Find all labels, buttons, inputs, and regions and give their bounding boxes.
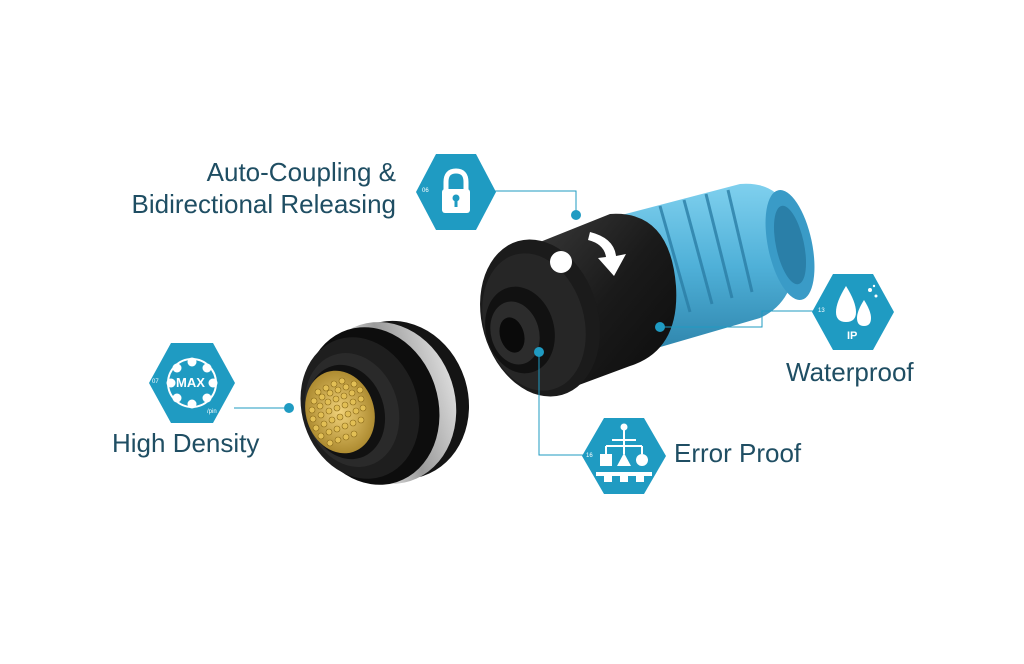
waterproof-label: Waterproof bbox=[786, 357, 914, 387]
max-pins-icon bbox=[149, 343, 235, 423]
error-proof-label: Error Proof bbox=[674, 438, 802, 468]
auto-coupling-line1: Auto-Coupling & bbox=[206, 157, 396, 187]
auto-coupling-badge: 06 bbox=[416, 152, 496, 232]
high-density-badge: MAX 07 /pin bbox=[149, 341, 235, 425]
feature-number: 06 bbox=[422, 188, 429, 194]
rotation-arrow-icon bbox=[550, 232, 626, 276]
waterproof-badge: IP 13 bbox=[812, 272, 894, 352]
feature-number: 13 bbox=[818, 308, 825, 314]
auto-coupling-label: Auto-Coupling & Bidirectional Releasing bbox=[112, 156, 396, 220]
max-badge-text: MAX bbox=[176, 375, 205, 390]
pin-unit-text: /pin bbox=[207, 409, 217, 415]
ip-badge-text: IP bbox=[847, 330, 858, 342]
feature-number: 16 bbox=[586, 453, 593, 459]
error-proof-badge: 16 bbox=[582, 416, 666, 496]
plug-connector bbox=[480, 183, 815, 397]
high-density-label: High Density bbox=[112, 428, 260, 458]
auto-coupling-line2: Bidirectional Releasing bbox=[131, 189, 396, 219]
receptacle-connector bbox=[300, 320, 470, 485]
gold-pin-array bbox=[305, 370, 375, 454]
lock-icon bbox=[416, 154, 496, 230]
water-drops-icon bbox=[812, 274, 894, 350]
feature-number: 07 bbox=[152, 379, 159, 385]
keying-shapes-icon bbox=[582, 418, 666, 494]
